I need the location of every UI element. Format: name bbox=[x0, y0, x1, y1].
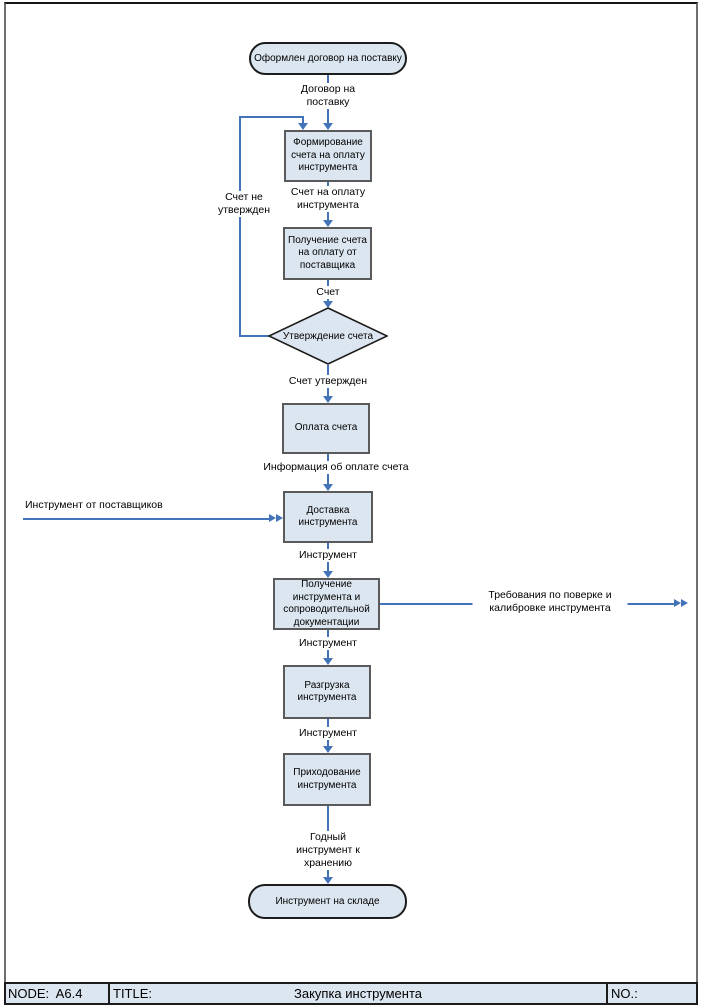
loop-line bbox=[239, 335, 269, 337]
process-receive-tool-and-docs: Получение инструмента и сопроводительной… bbox=[273, 578, 380, 630]
arrow-right-icon bbox=[276, 514, 283, 522]
arrow-down-icon bbox=[323, 746, 333, 753]
process-deliver-tool: Доставка инструмента bbox=[283, 491, 373, 543]
loop-line bbox=[239, 116, 241, 337]
edge-label-payment-info: Информация об оплате счета bbox=[261, 461, 411, 475]
loop-line bbox=[239, 116, 304, 118]
start-terminator: Оформлен договор на поставку bbox=[249, 42, 407, 75]
edge-label-tool-from-suppliers: Инструмент от поставщиков bbox=[25, 499, 163, 513]
edge-label-verification: Требования по поверке и калибровке инстр… bbox=[472, 589, 628, 616]
process-deliver-tool-label: Доставка инструмента bbox=[298, 504, 358, 529]
arrow-down-icon bbox=[323, 396, 333, 403]
arrow-down-icon bbox=[323, 877, 333, 884]
footer-no-label: NO.: bbox=[611, 986, 638, 1001]
end-terminator-label: Инструмент на складе bbox=[275, 896, 380, 907]
process-unload-tool: Разгрузка инструмента bbox=[283, 665, 371, 719]
edge-label-tool-c: Инструмент bbox=[297, 727, 359, 741]
process-form-invoice-label: Формирование счета на оплату инструмента bbox=[291, 137, 365, 174]
arrow-right-icon bbox=[269, 514, 276, 522]
edge-label-approved: Счет утвержден bbox=[286, 375, 370, 389]
footer-node-label: NODE: A6.4 bbox=[8, 986, 83, 1001]
edge-label-good-tool: Годный инструмент к хранению bbox=[294, 831, 362, 871]
input-line bbox=[23, 518, 271, 520]
process-unload-tool-label: Разгрузка инструмента bbox=[297, 679, 357, 704]
edge-label-tool-a: Инструмент bbox=[297, 549, 359, 563]
process-post-tool: Приходование инструмента bbox=[283, 753, 371, 806]
footer-node-cell: NODE: A6.4 bbox=[6, 984, 110, 1003]
footer-title-label: TITLE: bbox=[113, 986, 153, 1001]
edge-label-not-approved: Счет не утвержден bbox=[216, 191, 272, 218]
process-form-invoice: Формирование счета на оплату инструмента bbox=[284, 130, 372, 182]
footer-no-cell: NO.: bbox=[608, 984, 696, 1003]
edge-label-contract: Договор на поставку bbox=[298, 83, 358, 110]
process-pay-invoice-label: Оплата счета bbox=[294, 422, 358, 434]
process-receive-tool-and-docs-label: Получение инструмента и сопроводительной… bbox=[283, 579, 370, 628]
arrow-down-icon bbox=[323, 301, 333, 308]
arrow-down-icon bbox=[323, 484, 333, 491]
process-receive-invoice-label: Получение счета на оплату от поставщика bbox=[288, 234, 367, 271]
arrow-right-icon bbox=[674, 599, 681, 607]
arrow-down-icon bbox=[298, 123, 308, 130]
process-pay-invoice: Оплата счета bbox=[282, 403, 370, 454]
arrow-down-icon bbox=[323, 220, 333, 227]
arrow-down-icon bbox=[323, 658, 333, 665]
edge-label-invoice-request: Счет на оплату инструмента bbox=[288, 186, 368, 213]
footer-title-cell: TITLE: Закупка инструмента bbox=[110, 984, 608, 1003]
diamond-shape bbox=[267, 307, 389, 365]
arrow-right-icon bbox=[681, 599, 688, 607]
arrow-down-icon bbox=[323, 571, 333, 578]
end-terminator: Инструмент на складе bbox=[248, 884, 407, 919]
start-terminator-label: Оформлен договор на поставку bbox=[254, 53, 402, 64]
arrow-down-icon bbox=[323, 123, 333, 130]
decision-approve-invoice bbox=[267, 307, 389, 365]
footer-title-text: Закупка инструмента bbox=[294, 986, 422, 1001]
process-post-tool-label: Приходование инструмента bbox=[293, 767, 361, 791]
edge-label-invoice: Счет bbox=[314, 286, 342, 300]
decision-approve-invoice-label: Утверждение счета bbox=[282, 330, 374, 342]
edge-label-tool-b: Инструмент bbox=[297, 637, 359, 651]
loop-line bbox=[302, 116, 304, 123]
footer-bar: NODE: A6.4 TITLE: Закупка инструмента NO… bbox=[4, 982, 698, 1005]
process-receive-invoice: Получение счета на оплату от поставщика bbox=[283, 227, 372, 280]
